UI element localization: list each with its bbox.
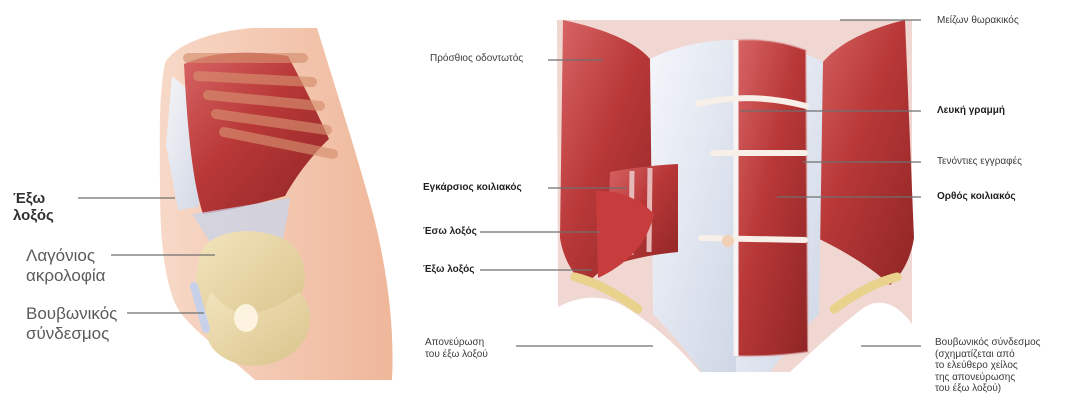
left-label-inguinal-ligament-line-1: Βουβωνικός	[26, 304, 117, 324]
left-label-iliac-crest-line-1: Λαγόνιος	[26, 246, 105, 266]
label-rectus-abdominis: Ορθός κοιλιακός	[937, 191, 1016, 203]
label-aponeurosis: Απονεύρωση του έξω λοξού	[425, 337, 488, 360]
label-inguinal-ligament-note-line-2: (σχηματίζεται από	[935, 349, 1041, 361]
left-label-external-oblique: Έξω λοξός	[13, 190, 54, 225]
label-inguinal-ligament-note: Βουβωνικός σύνδεσμος (σχηματίζεται από τ…	[935, 337, 1041, 395]
left-label-inguinal-ligament: Βουβωνικός σύνδεσμος	[26, 304, 117, 343]
label-linea-alba: Λευκή γραμμή	[937, 105, 1005, 117]
label-inguinal-ligament-note-line-1: Βουβωνικός σύνδεσμος	[935, 337, 1041, 349]
label-tendinous-intersections: Τενόντιες εγγραφές	[937, 156, 1022, 168]
label-aponeurosis-line-2: του έξω λοξού	[425, 349, 488, 361]
label-serratus-anterior: Πρόσθιος οδοντωτός	[430, 53, 523, 65]
left-label-inguinal-ligament-line-2: σύνδεσμος	[26, 324, 117, 344]
left-label-external-oblique-line-1: Έξω	[13, 190, 54, 207]
left-label-external-oblique-line-2: λοξός	[13, 207, 54, 224]
label-inguinal-ligament-note-line-3: το ελεύθερο χείλος	[935, 360, 1041, 372]
label-internal-oblique: Έσω λοξός	[423, 226, 477, 238]
label-external-oblique: Έξω λοξός	[423, 264, 474, 276]
left-panel-illustration	[160, 28, 393, 380]
label-inguinal-ligament-note-line-4: της απονεύρωσης	[935, 372, 1041, 384]
label-aponeurosis-line-1: Απονεύρωση	[425, 337, 488, 349]
left-label-iliac-crest-line-2: ακρολοφία	[26, 266, 105, 286]
label-pectoralis-major: Μείζων θωρακικός	[937, 15, 1019, 27]
right-panel-illustration	[557, 20, 914, 372]
label-transversus-abdominis: Εγκάρσιος κοιλιακός	[423, 182, 522, 194]
left-label-iliac-crest: Λαγόνιος ακρολοφία	[26, 246, 105, 285]
label-inguinal-ligament-note-line-5: του έξω λοξού)	[935, 383, 1041, 395]
